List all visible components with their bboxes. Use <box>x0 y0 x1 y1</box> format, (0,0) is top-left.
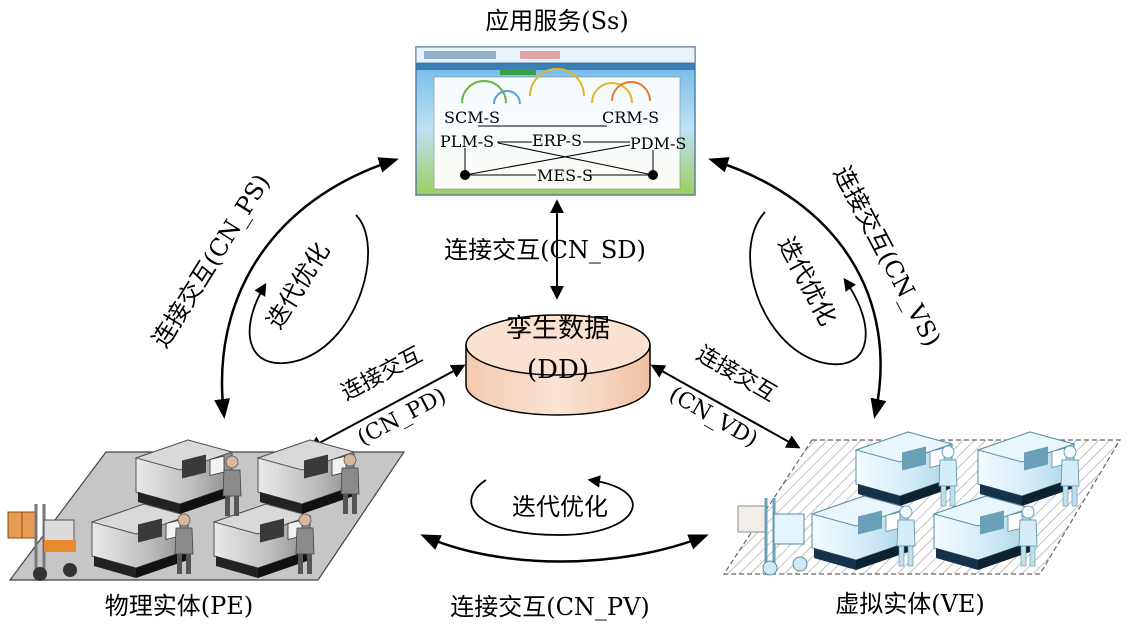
cn-pv-label: 连接交互(CN_PV) <box>450 593 650 621</box>
cn-sd-label: 连接交互(CN_SD) <box>444 236 646 264</box>
cn-vs-label: 连接交互(CN_VS) <box>828 161 947 351</box>
mes-left-node <box>460 170 470 180</box>
forklift-icon <box>737 498 808 576</box>
cn-pd-arrow <box>307 364 466 450</box>
module-crm: CRM-S <box>602 108 659 127</box>
services-title: 应用服务(Ss) <box>485 7 628 35</box>
cn-vd-arrow <box>650 364 801 449</box>
loop-left-label: 迭代优化 <box>261 238 336 334</box>
loop-right-arrow <box>749 211 867 365</box>
cn-ps-arrow <box>214 157 399 419</box>
module-erp: ERP-S <box>532 131 582 150</box>
module-pdm: PDM-S <box>630 134 686 153</box>
cn-vs-arrow <box>708 157 887 419</box>
cn-pv-arrow <box>420 534 709 563</box>
twin-data-label-line1: 孪生数据 <box>506 314 610 344</box>
virtual-entity-title: 虚拟实体(VE) <box>835 590 985 618</box>
mes-right-node <box>648 170 658 180</box>
twin-data-cylinder <box>465 314 651 416</box>
module-scm: SCM-S <box>444 108 500 127</box>
physical-entity-title: 物理实体(PE) <box>105 592 253 620</box>
services-panel: SCM-S CRM-S PLM-S ERP-S PDM-S MES-S <box>415 46 696 196</box>
loop-left-arrow <box>248 214 369 365</box>
virtual-entity-scene <box>722 431 1122 576</box>
physical-entity-scene <box>7 439 406 581</box>
gauge-icon <box>461 68 651 105</box>
module-plm: PLM-S <box>440 132 494 151</box>
twin-data-label-line2: (DD) <box>527 355 589 385</box>
loop-right-label: 迭代优化 <box>772 232 842 330</box>
forklift-icon <box>7 504 77 581</box>
module-mes: MES-S <box>537 166 593 185</box>
loop-bottom-label: 迭代优化 <box>512 493 608 521</box>
